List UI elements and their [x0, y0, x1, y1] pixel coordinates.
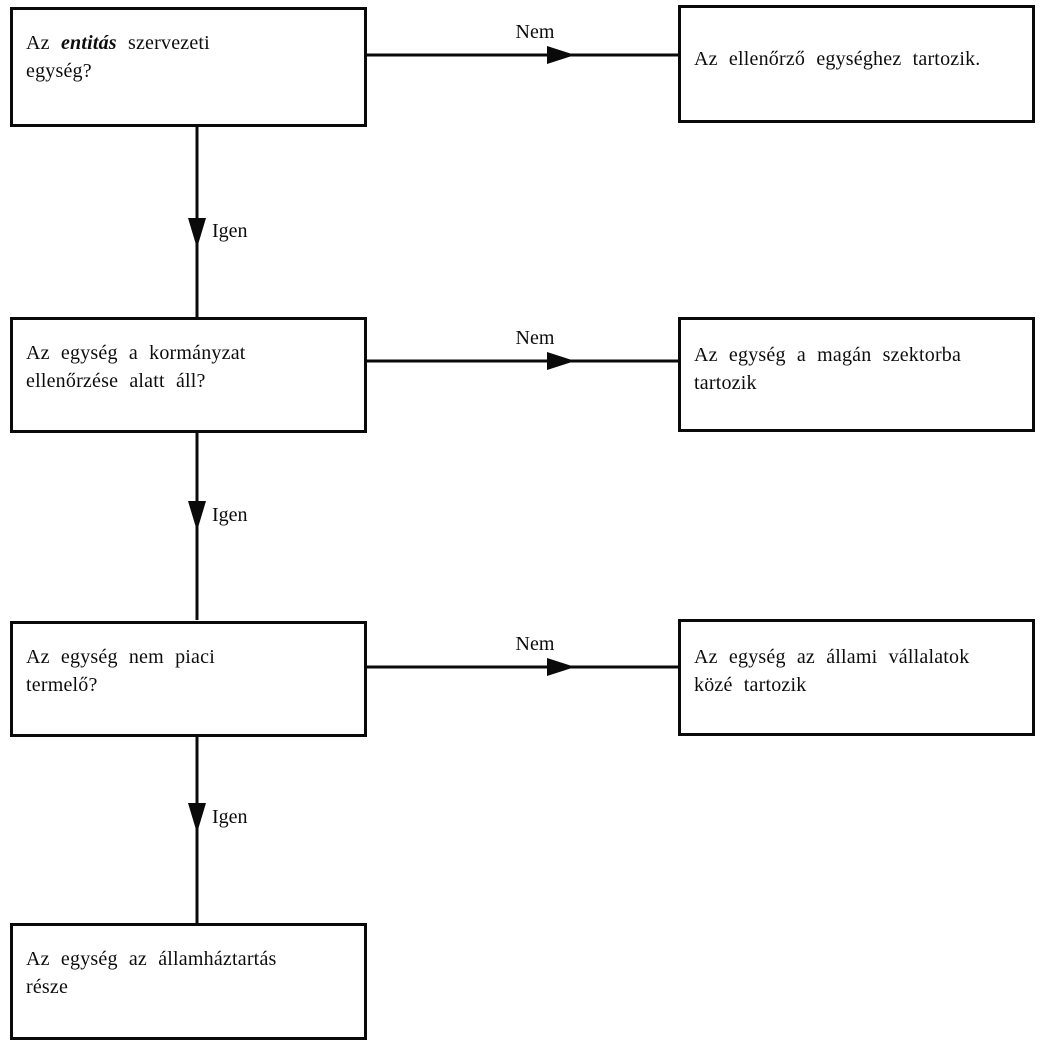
node-q1-emphasized-term: entitás [60, 32, 117, 54]
node-final-line1: Az egység az államháztartás [26, 948, 277, 970]
node-q1-line2: egység? [26, 60, 92, 82]
edge-q3-final-arrowhead-icon [188, 803, 206, 833]
edge-q1-q2-arrowhead-icon [188, 218, 206, 248]
node-r1-belongs-to-controlling-unit: Az ellenőrző egységhez tartozik. [678, 5, 1035, 123]
edge-label-nem-3: Nem [515, 633, 555, 655]
edge-label-igen-1: Igen [212, 220, 248, 242]
edge-q2-q3-arrowhead-icon [188, 501, 206, 531]
node-q3-line1: Az egység nem piaci [26, 646, 215, 668]
node-q1-line1-post: szervezeti [128, 32, 210, 54]
node-r2-line2: tartozik [694, 372, 757, 394]
node-r2-private-sector: Az egység a magán szektorba tartozik [678, 317, 1035, 432]
node-r2-line1: Az egység a magán szektorba [694, 344, 962, 366]
edge-q3-r3-arrowhead-icon [547, 658, 575, 676]
node-q2-line1: Az egység a kormányzat [26, 342, 246, 364]
node-q1-entity-institutional-unit: Az entitás szervezeti egység? [10, 7, 367, 127]
node-q3-line2: termelő? [26, 674, 98, 696]
node-r3-public-corporations: Az egység az állami vállalatok közé tart… [678, 619, 1035, 736]
node-final-line2: része [26, 976, 69, 998]
edge-label-nem-2: Nem [515, 327, 555, 349]
edge-label-igen-2: Igen [212, 504, 248, 526]
edge-label-igen-3: Igen [212, 806, 248, 828]
node-q1-line1-pre: Az [26, 32, 50, 54]
node-r3-line2: közé tartozik [694, 674, 807, 696]
node-r3-line1: Az egység az állami vállalatok [694, 646, 970, 668]
node-q2-line2: ellenőrzése alatt áll? [26, 370, 206, 392]
edge-q1-r1-arrowhead-icon [547, 46, 575, 64]
edge-label-nem-1: Nem [515, 21, 555, 43]
node-final-general-government: Az egység az államháztartás része [10, 923, 367, 1040]
node-r1-line1: Az ellenőrző egységhez tartozik. [694, 48, 981, 70]
edge-q2-r2-arrowhead-icon [547, 352, 575, 370]
node-q3-non-market-producer: Az egység nem piaci termelő? [10, 621, 367, 737]
node-q1-line1: Az entitás szervezeti [26, 29, 346, 57]
node-q2-government-control: Az egység a kormányzat ellenőrzése alatt… [10, 317, 367, 433]
